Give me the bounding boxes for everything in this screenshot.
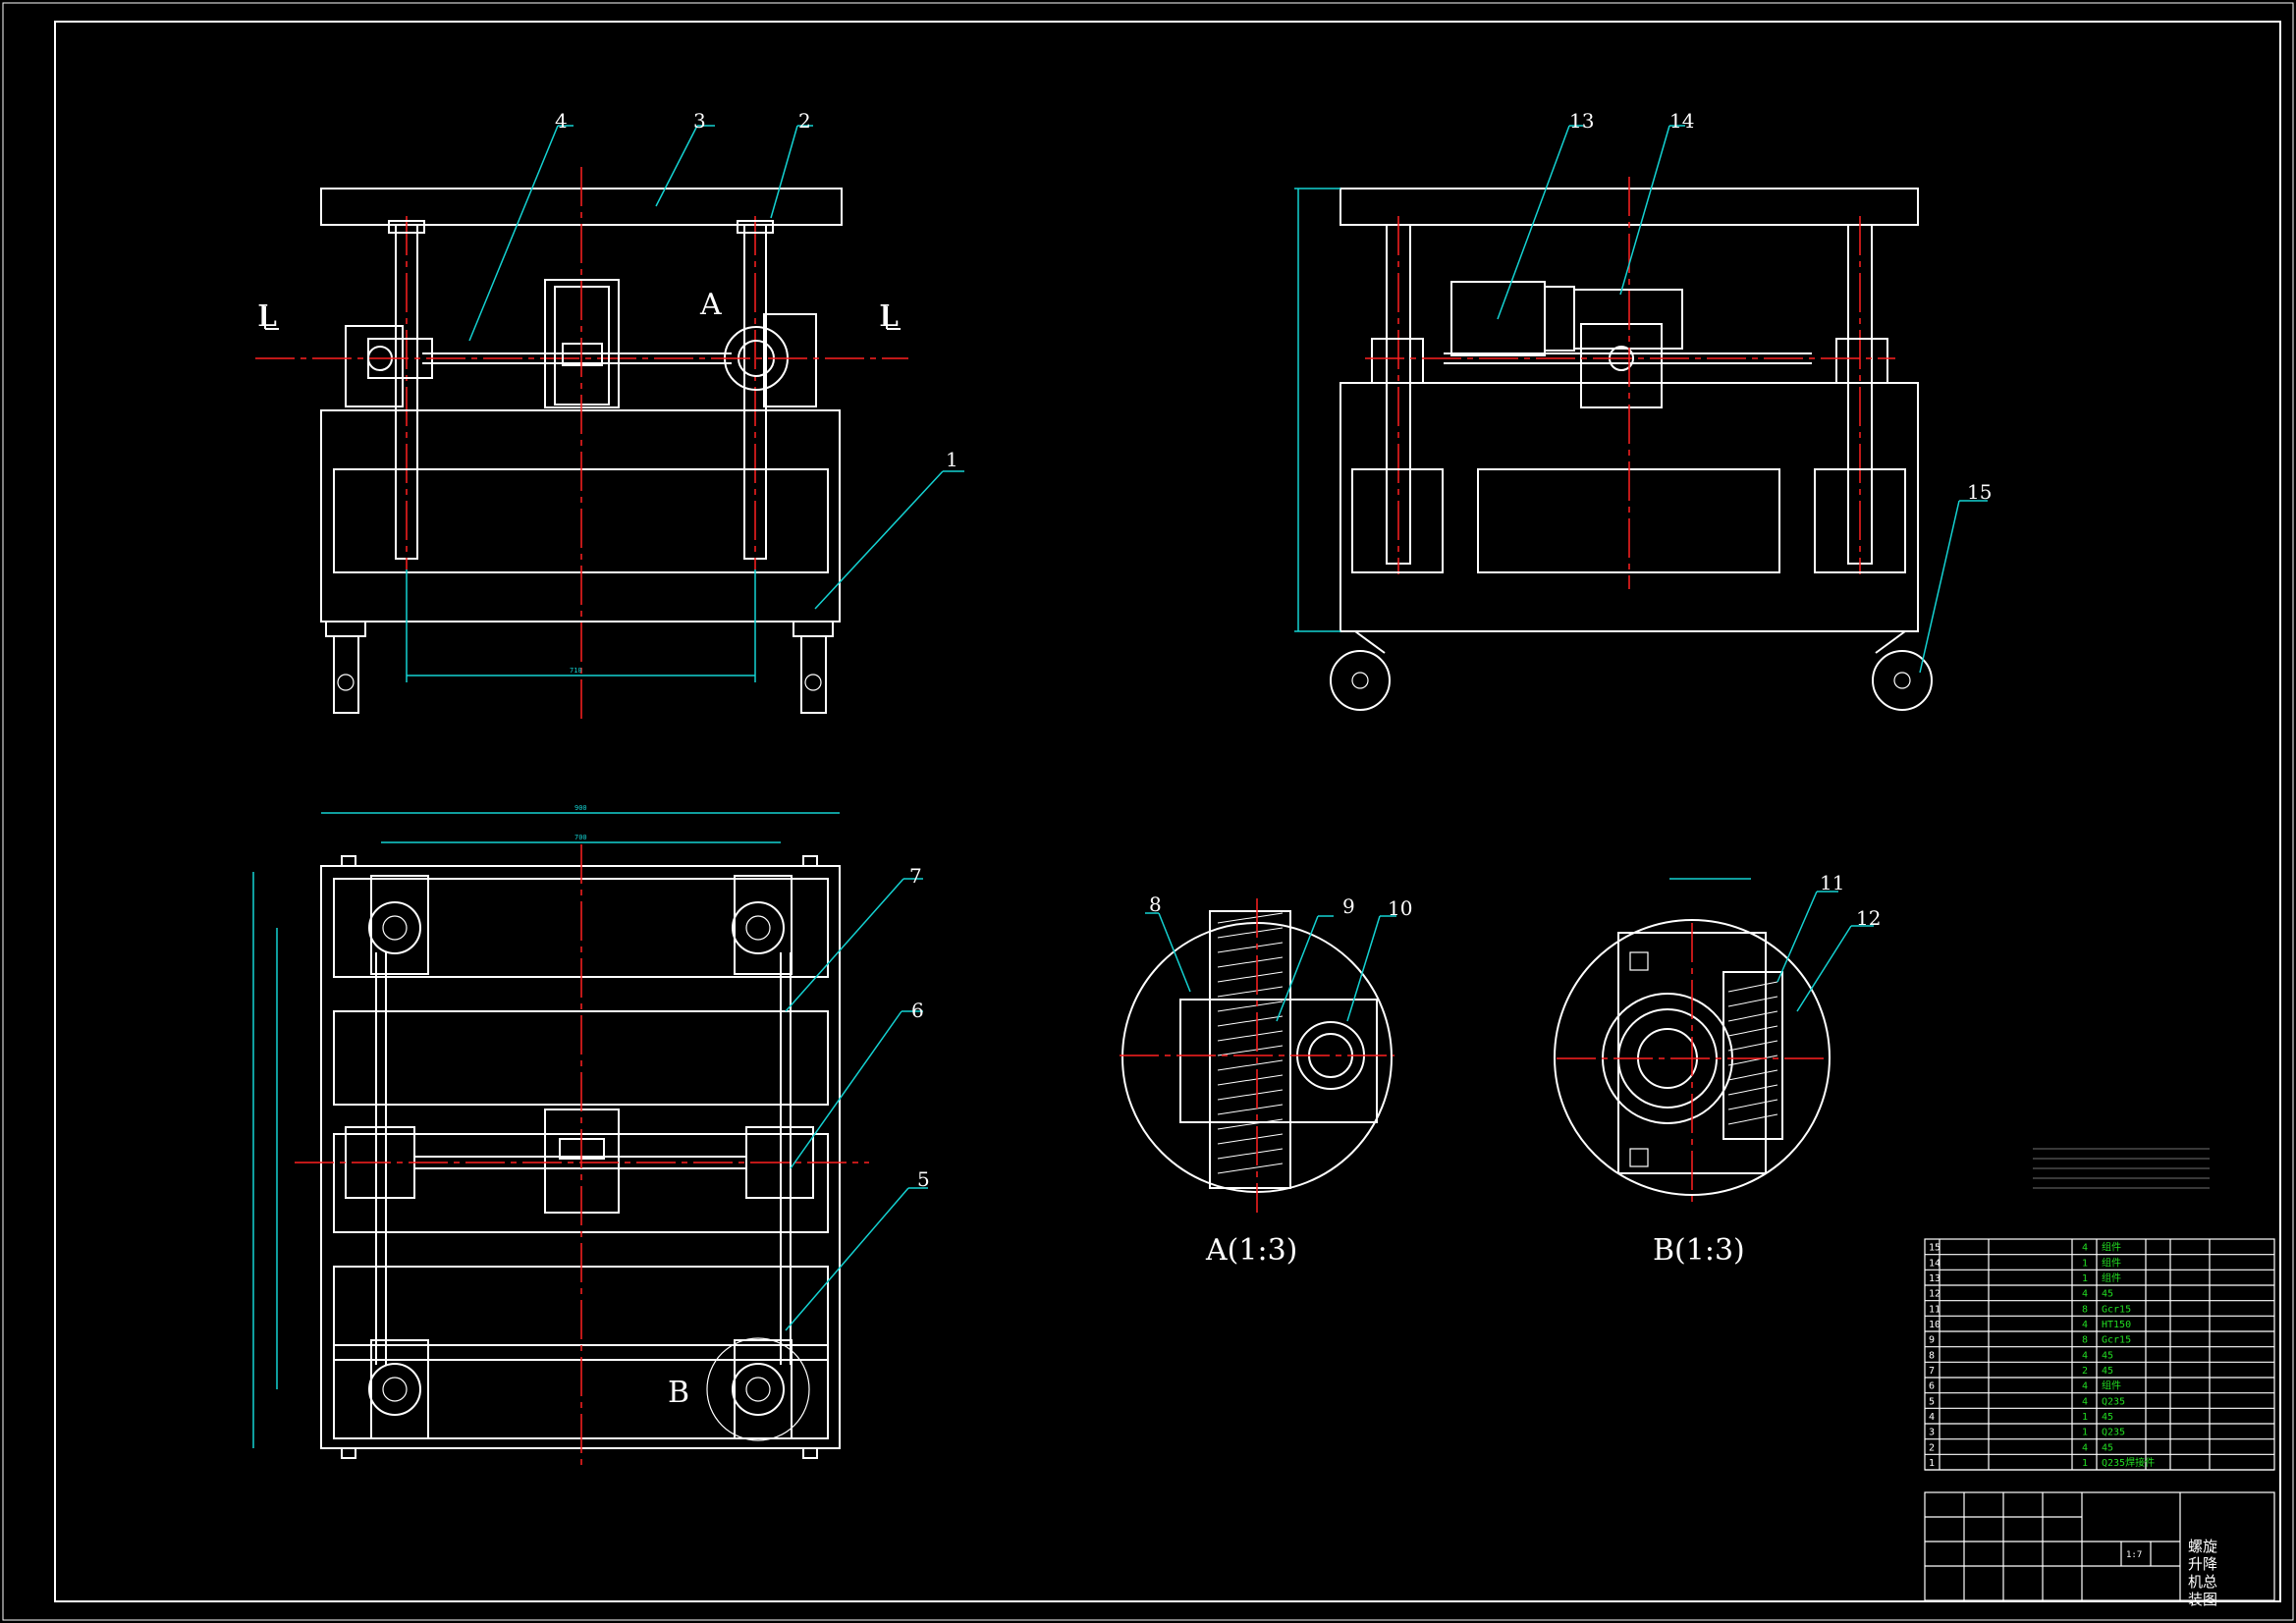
bom-material: 45 bbox=[2102, 1366, 2113, 1377]
bom-no: 3 bbox=[1929, 1428, 1935, 1438]
balloon-15: 15 bbox=[1967, 480, 1992, 504]
bom-material: 组件 bbox=[2102, 1256, 2121, 1269]
bom-material: 45 bbox=[2102, 1442, 2113, 1453]
bom-qty: 4 bbox=[2082, 1350, 2088, 1361]
balloon-13: 13 bbox=[1569, 109, 1594, 133]
balloon-11: 11 bbox=[1820, 871, 1844, 894]
bom-qty: 4 bbox=[2082, 1320, 2088, 1330]
bom-material: Q235 bbox=[2102, 1428, 2125, 1438]
bom-qty: 1 bbox=[2082, 1458, 2088, 1469]
detail-a-title: A(1:3) bbox=[1205, 1233, 1297, 1268]
sheet-border-inner bbox=[54, 21, 2281, 1602]
balloon-3: 3 bbox=[693, 109, 706, 133]
section-mark-right: L bbox=[879, 299, 899, 334]
bom-qty: 1 bbox=[2082, 1258, 2088, 1269]
bom-material: Q235 bbox=[2102, 1396, 2125, 1407]
title-scale: 1:7 bbox=[2126, 1550, 2142, 1560]
detail-a-view bbox=[1120, 898, 1396, 1213]
svg-text:900: 900 bbox=[574, 804, 587, 812]
bom-qty: 1 bbox=[2082, 1412, 2088, 1423]
bom-qty: 4 bbox=[2082, 1396, 2088, 1407]
bom-material: 45 bbox=[2102, 1350, 2113, 1361]
bom-qty: 1 bbox=[2082, 1428, 2088, 1438]
bom-no: 7 bbox=[1929, 1366, 1935, 1377]
bom-no: 5 bbox=[1929, 1396, 1935, 1407]
balloon-5: 5 bbox=[917, 1167, 930, 1191]
svg-text:700: 700 bbox=[574, 834, 587, 841]
top-view: 900 700 bbox=[252, 804, 928, 1468]
balloon-6: 6 bbox=[911, 999, 924, 1022]
bom-material: 45 bbox=[2102, 1412, 2113, 1423]
bom-material: Gcr15 bbox=[2102, 1335, 2131, 1346]
bom-qty: 8 bbox=[2082, 1335, 2088, 1346]
bom-no: 15 bbox=[1929, 1243, 1941, 1254]
balloon-8: 8 bbox=[1149, 893, 1162, 916]
bom-no: 8 bbox=[1929, 1350, 1935, 1361]
balloon-9: 9 bbox=[1342, 894, 1355, 918]
bom-no: 10 bbox=[1929, 1320, 1941, 1330]
detail-mark-a: A bbox=[699, 288, 722, 322]
title-name-2: 升降 bbox=[2188, 1555, 2217, 1573]
detail-b-view bbox=[1554, 878, 1874, 1203]
technical-notes bbox=[2033, 1148, 2210, 1189]
front-view: 710 bbox=[255, 125, 964, 722]
detail-b-title: B(1:3) bbox=[1653, 1233, 1745, 1268]
bom-material: 45 bbox=[2102, 1289, 2113, 1300]
bom-material: HT150 bbox=[2102, 1320, 2131, 1330]
balloon-14: 14 bbox=[1669, 109, 1694, 133]
bom-no: 14 bbox=[1929, 1258, 1941, 1269]
bom-no: 1 bbox=[1929, 1458, 1935, 1469]
section-mark-left: L bbox=[257, 299, 277, 334]
bom-no: 13 bbox=[1929, 1273, 1941, 1284]
bom-material: Gcr15 bbox=[2102, 1304, 2131, 1315]
title-block: 螺旋 升降 机总 装图 1:7 bbox=[1924, 1491, 2275, 1608]
bom-qty: 8 bbox=[2082, 1304, 2088, 1315]
balloon-12: 12 bbox=[1856, 906, 1881, 930]
bom-qty: 4 bbox=[2082, 1442, 2088, 1453]
bom-no: 9 bbox=[1929, 1335, 1935, 1346]
title-name-1: 螺旋 bbox=[2188, 1538, 2217, 1555]
bom-qty: 4 bbox=[2082, 1381, 2088, 1392]
side-view bbox=[1294, 125, 1988, 711]
detail-a-thread bbox=[1217, 912, 1284, 1174]
bom-material: 组件 bbox=[2102, 1271, 2121, 1284]
bom-material: 组件 bbox=[2102, 1241, 2121, 1254]
balloon-2: 2 bbox=[798, 109, 811, 133]
detail-b-worm bbox=[1727, 981, 1778, 1125]
balloon-7: 7 bbox=[909, 864, 922, 888]
bom-material: Q235焊接件 bbox=[2102, 1456, 2155, 1469]
bom-qty: 1 bbox=[2082, 1273, 2088, 1284]
bom-material: 组件 bbox=[2102, 1380, 2121, 1392]
bom-no: 2 bbox=[1929, 1442, 1935, 1453]
title-name-4: 装图 bbox=[2188, 1591, 2217, 1608]
bom-no: 4 bbox=[1929, 1412, 1935, 1423]
balloon-labels: 1 2 3 4 5 6 7 8 9 10 11 12 13 14 15 bbox=[555, 109, 1992, 1191]
svg-text:710: 710 bbox=[570, 667, 582, 675]
balloon-4: 4 bbox=[555, 109, 568, 133]
balloon-1: 1 bbox=[946, 448, 958, 471]
bom-no: 12 bbox=[1929, 1289, 1941, 1300]
bom-qty: 2 bbox=[2082, 1366, 2088, 1377]
bom-no: 11 bbox=[1929, 1304, 1941, 1315]
bom-qty: 4 bbox=[2082, 1289, 2088, 1300]
bom-no: 6 bbox=[1929, 1381, 1935, 1392]
balloon-10: 10 bbox=[1388, 896, 1412, 920]
bom-qty: 4 bbox=[2082, 1243, 2088, 1254]
detail-mark-b: B bbox=[668, 1376, 689, 1410]
title-name-3: 机总 bbox=[2188, 1573, 2217, 1591]
